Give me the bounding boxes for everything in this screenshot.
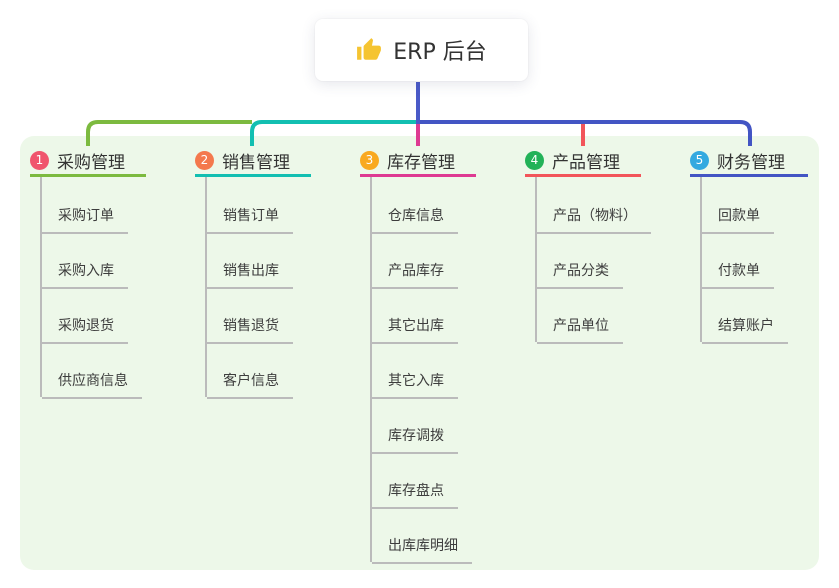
child-node[interactable]: 出库库明细	[370, 507, 476, 564]
branch-sales: 2 销售管理 销售订单 销售出库 销售退货 客户信息	[195, 146, 311, 399]
root-node-erp[interactable]: ERP 后台	[315, 19, 528, 81]
branch-finance: 5 财务管理 回款单 付款单 结算账户	[690, 146, 808, 344]
child-node[interactable]: 仓库信息	[370, 177, 476, 234]
child-node[interactable]: 采购入库	[40, 232, 146, 289]
child-node[interactable]: 回款单	[700, 177, 808, 234]
child-node[interactable]: 销售出库	[205, 232, 311, 289]
branch-label: 财务管理	[717, 152, 785, 173]
connector-blue	[417, 120, 752, 146]
branch-children: 仓库信息 产品库存 其它出库 其它入库 库存调拨 库存盘点 出库库明细	[370, 177, 476, 564]
connector-teal	[250, 120, 419, 146]
branch-number-badge: 2	[195, 150, 214, 170]
branch-node-product[interactable]: 4 产品管理	[525, 146, 641, 177]
connector-green	[86, 120, 252, 146]
branch-children: 销售订单 销售出库 销售退货 客户信息	[205, 177, 311, 399]
branch-node-sales[interactable]: 2 销售管理	[195, 146, 311, 177]
child-node[interactable]: 客户信息	[205, 342, 311, 399]
branch-node-inventory[interactable]: 3 库存管理	[360, 146, 476, 177]
branch-children: 回款单 付款单 结算账户	[700, 177, 808, 344]
branch-label: 采购管理	[57, 152, 125, 173]
branch-children: 产品（物料） 产品分类 产品单位	[535, 177, 651, 344]
child-node[interactable]: 采购退货	[40, 287, 146, 344]
child-node[interactable]: 产品库存	[370, 232, 476, 289]
child-node[interactable]: 付款单	[700, 232, 808, 289]
child-node[interactable]: 其它出库	[370, 287, 476, 344]
root-node-label: ERP 后台	[393, 40, 487, 65]
child-node[interactable]: 供应商信息	[40, 342, 146, 399]
child-node[interactable]: 库存盘点	[370, 452, 476, 509]
branch-number-badge: 1	[30, 150, 49, 170]
branch-node-finance[interactable]: 5 财务管理	[690, 146, 808, 177]
branch-number-badge: 5	[690, 150, 709, 170]
branch-product: 4 产品管理 产品（物料） 产品分类 产品单位	[525, 146, 651, 344]
branch-node-purchase[interactable]: 1 采购管理	[30, 146, 146, 177]
branch-children: 采购订单 采购入库 采购退货 供应商信息	[40, 177, 146, 399]
child-node[interactable]: 销售退货	[205, 287, 311, 344]
child-node[interactable]: 销售订单	[205, 177, 311, 234]
child-node[interactable]: 结算账户	[700, 287, 808, 344]
child-node[interactable]: 产品（物料）	[535, 177, 651, 234]
child-node[interactable]: 产品单位	[535, 287, 641, 344]
child-node[interactable]: 采购订单	[40, 177, 146, 234]
thumbs-up-icon	[357, 38, 382, 60]
mindmap-panel	[20, 136, 819, 570]
child-node[interactable]: 产品分类	[535, 232, 641, 289]
branch-number-badge: 3	[360, 150, 379, 170]
branch-purchase: 1 采购管理 采购订单 采购入库 采购退货 供应商信息	[30, 146, 146, 399]
branch-label: 产品管理	[552, 152, 620, 173]
child-node[interactable]: 其它入库	[370, 342, 476, 399]
branch-label: 库存管理	[387, 152, 455, 173]
child-node[interactable]: 库存调拨	[370, 397, 476, 454]
branch-label: 销售管理	[222, 152, 290, 173]
branch-number-badge: 4	[525, 150, 544, 170]
branch-inventory: 3 库存管理 仓库信息 产品库存 其它出库 其它入库 库存调拨 库存盘点 出库库…	[360, 146, 476, 564]
